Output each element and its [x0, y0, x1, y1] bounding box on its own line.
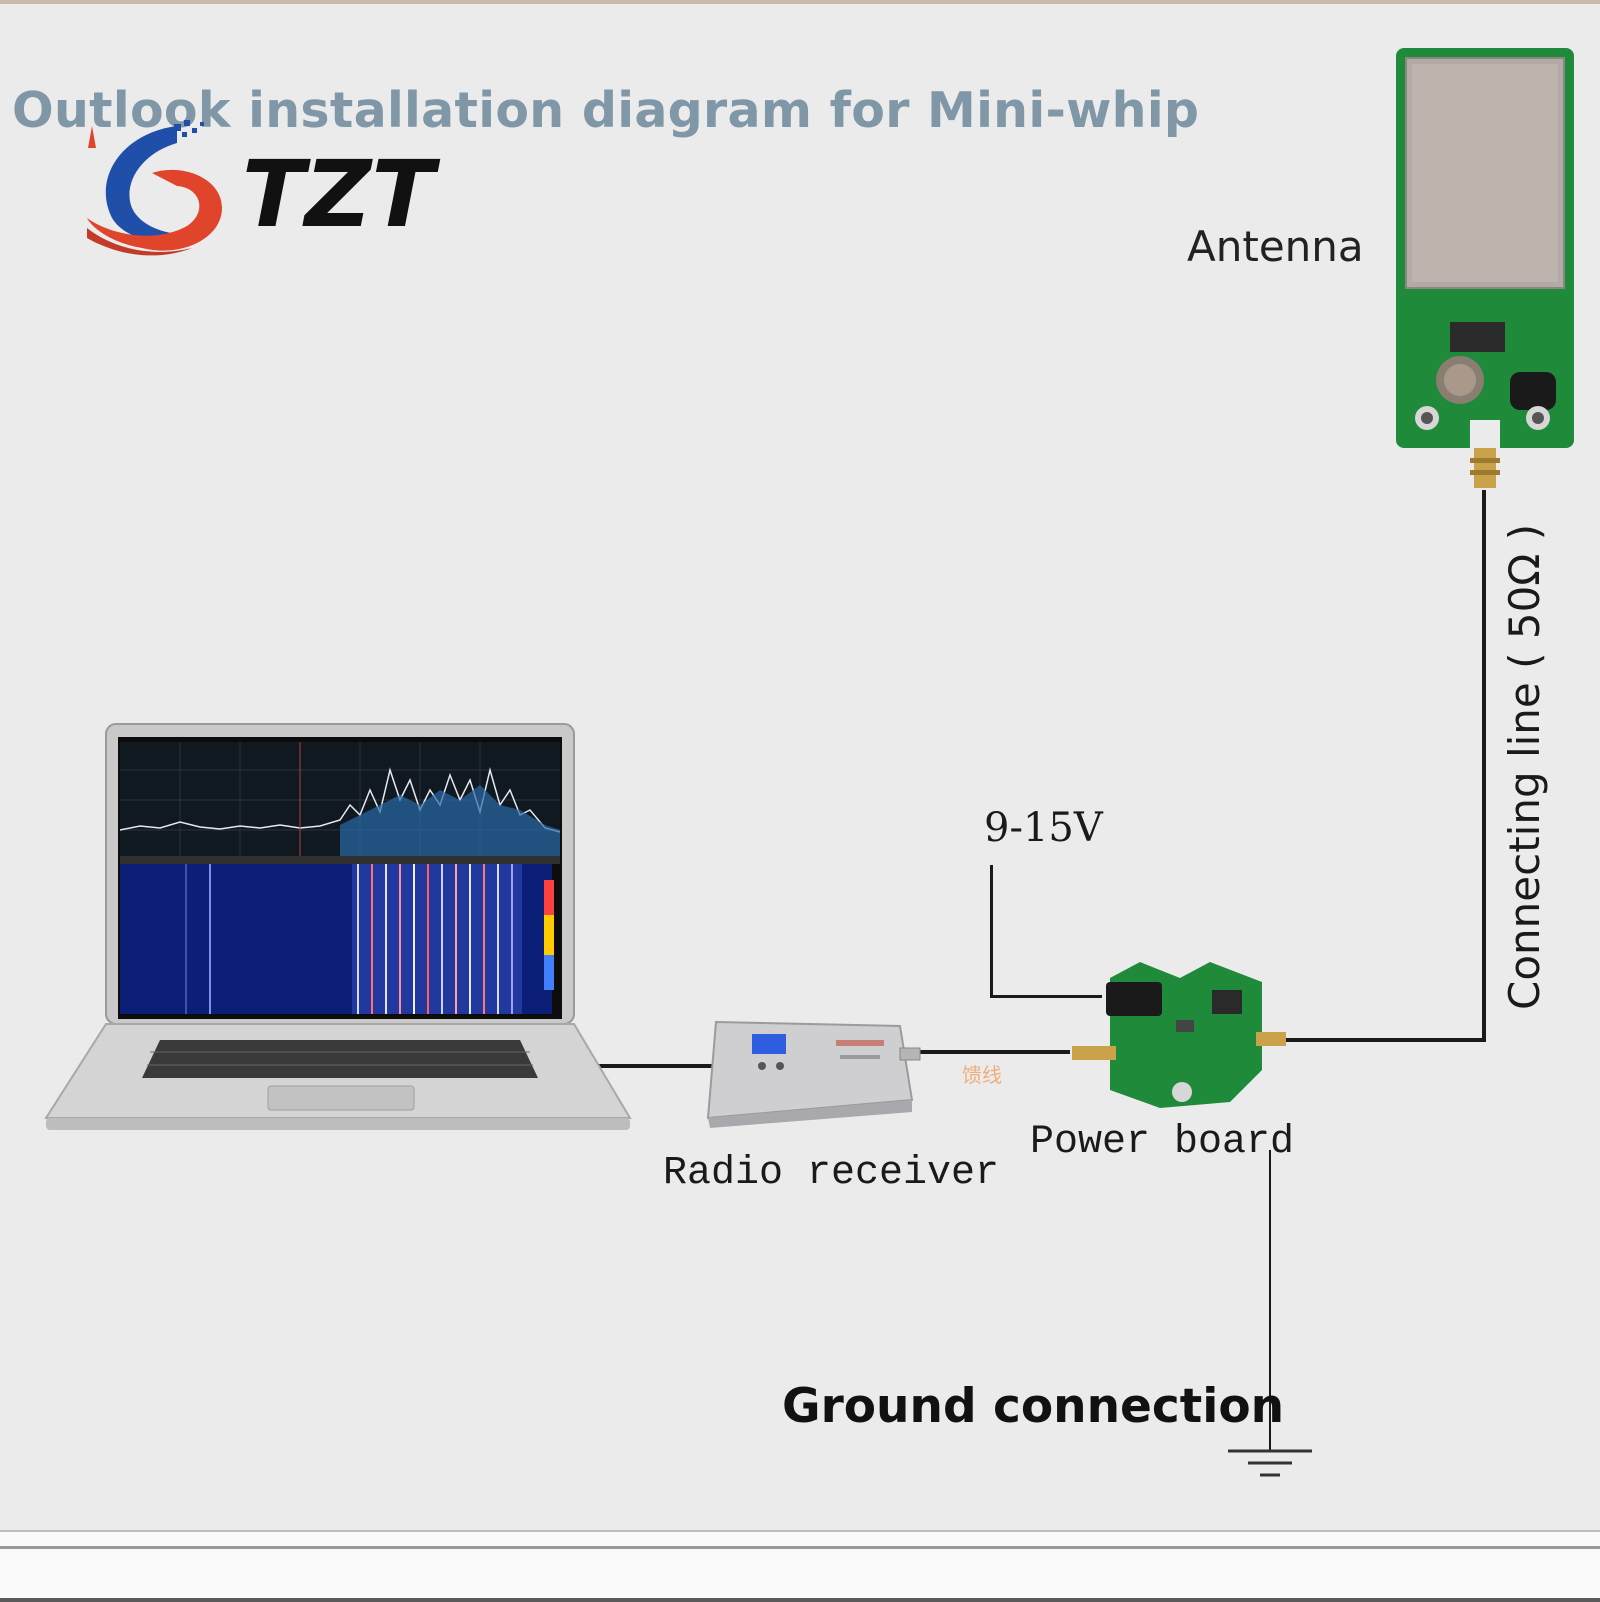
radio-receiver-label: Radio receiver	[663, 1151, 1000, 1196]
logo-swirl-icon	[87, 120, 222, 256]
ground-wire	[1269, 1150, 1271, 1450]
power-input-wire-horizontal	[990, 995, 1102, 998]
power-input-wire-vertical	[990, 865, 993, 997]
coax-horizontal	[1283, 1038, 1486, 1042]
antenna-board-icon	[1396, 48, 1574, 488]
connecting-line-label: Connecting line ( 50Ω )	[1500, 523, 1549, 1010]
bottom-border	[0, 1530, 1600, 1602]
antenna-label: Antenna	[1187, 222, 1364, 271]
ground-symbol-icon	[1228, 1449, 1312, 1477]
ground-connection-label: Ground connection	[782, 1379, 1285, 1434]
radio-receiver-icon: 馈线	[706, 1020, 1002, 1128]
svg-text:TZT: TZT	[242, 141, 440, 248]
coax-vertical	[1482, 490, 1486, 1042]
tzt-logo: TZT	[87, 120, 440, 256]
diagram-title: Outlook installation diagram for Mini-wh…	[12, 82, 1200, 139]
receiver-to-laptop-cable	[596, 1064, 714, 1068]
power-board-label: Power board	[1030, 1120, 1295, 1165]
voltage-label: 9-15V	[984, 805, 1103, 851]
svg-text:馈线: 馈线	[962, 1063, 1002, 1087]
power-board-icon	[1072, 962, 1286, 1108]
feed-cable	[920, 1050, 1070, 1054]
laptop-icon	[44, 723, 632, 1130]
top-border	[0, 0, 1600, 4]
